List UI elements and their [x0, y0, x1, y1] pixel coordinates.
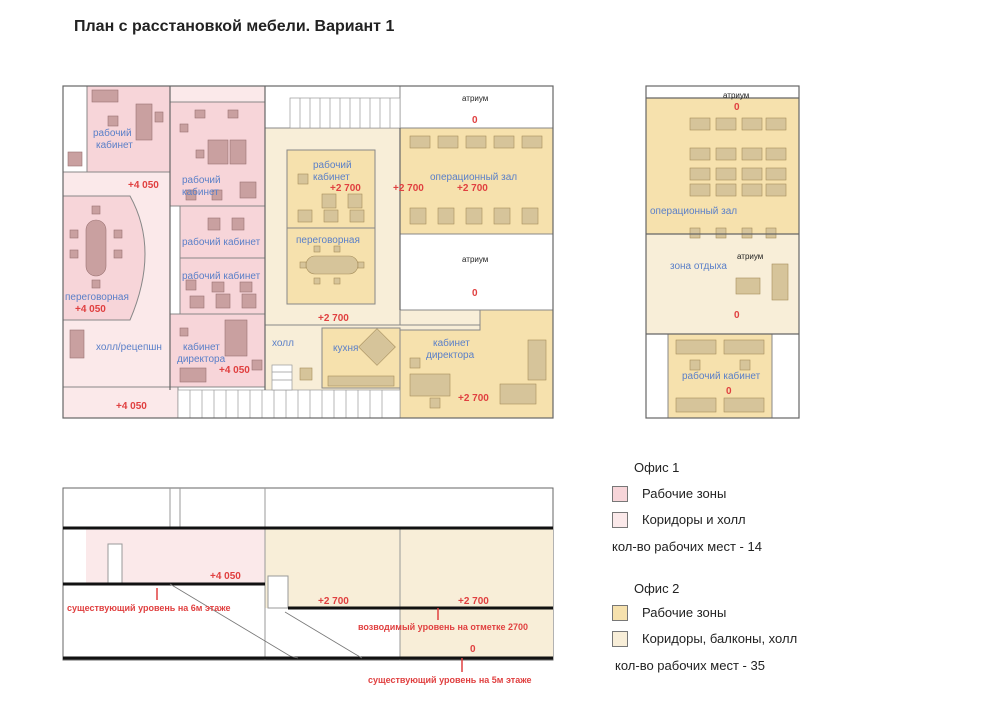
level-2700-d: +2 700: [318, 313, 349, 324]
legend-office2-title: Офис 2: [634, 581, 680, 596]
level-2700-b: +2 700: [393, 183, 424, 194]
label-work-2: рабочий: [182, 174, 221, 186]
legend-office2-count: кол-во рабочих мест - 35: [615, 658, 765, 673]
label-kitchen: кухня: [333, 343, 358, 354]
sec-level-0: 0: [470, 644, 476, 655]
label-work-3: рабочий кабинет: [182, 236, 261, 248]
label-work-5b: кабинет: [313, 171, 350, 183]
furniture-office1: [67, 89, 263, 383]
swatch-office1-work: [612, 486, 628, 502]
sec-level-2700-a: +2 700: [318, 596, 349, 607]
level-2700-c: +2 700: [457, 183, 488, 194]
label-atrium-2: атриум: [462, 255, 488, 264]
label-meeting-2: переговорная: [296, 235, 360, 246]
furniture-office2: [297, 135, 547, 409]
atrium-2: [399, 233, 554, 311]
level-4050-b: +4 050: [75, 304, 106, 315]
label-work-1: рабочий: [93, 127, 132, 139]
level-4050-c: +4 050: [219, 365, 250, 376]
sec-level-4050: +4 050: [210, 571, 241, 582]
p2-level-0-b: 0: [734, 310, 740, 321]
legend-office1-count: кол-во рабочих мест - 14: [612, 539, 762, 554]
label-meeting: переговорная: [65, 292, 129, 303]
legend-office1-title: Офис 1: [634, 460, 680, 475]
room-work-3: [179, 205, 266, 259]
second-plan: [645, 85, 800, 419]
swatch-office1-corr: [612, 512, 628, 528]
main-plan-labels: рабочий кабинет рабочий кабинет рабочий …: [65, 94, 517, 412]
label-director-1b: директора: [177, 354, 226, 365]
p2-atrium-2: атриум: [737, 252, 763, 261]
label-hall: холл/рецепшн: [96, 342, 162, 353]
label-director-1: кабинет: [183, 341, 220, 353]
note-existing-6: существующий уровень на 6м этаже: [67, 603, 230, 613]
p2-opzal: операционный зал: [650, 206, 737, 217]
sec-level-2700-b: +2 700: [458, 596, 489, 607]
legend-office1-corr: Коридоры и холл: [642, 512, 746, 527]
level-2700-a: +2 700: [330, 183, 361, 194]
legend-office2-corr: Коридоры, балконы, холл: [642, 631, 798, 646]
furniture-plan2: [675, 117, 789, 413]
page-title: План с расстановкой мебели. Вариант 1: [74, 18, 395, 35]
level-4050-d: +4 050: [116, 401, 147, 412]
legend-office2-work: Рабочие зоны: [642, 605, 727, 620]
label-opzal: операционный зал: [430, 172, 517, 183]
note-new-2700: возводимый уровень на отметке 2700: [358, 622, 528, 632]
label-atrium-1: атриум: [462, 94, 488, 103]
p2-level-0-a: 0: [734, 102, 740, 113]
label-director-2b: директора: [426, 350, 475, 361]
section-drawing: +4 050 +2 700 +2 700 0 существующий уров…: [62, 487, 554, 685]
swatch-office2-work: [612, 605, 628, 621]
second-plan-labels: атриум 0 операционный зал зона отдыха ат…: [650, 91, 763, 397]
legend-office1-work: Рабочие зоны: [642, 486, 727, 501]
label-work-1b: кабинет: [96, 139, 133, 151]
p2-rest: зона отдыха: [670, 261, 727, 272]
note-existing-5: существующий уровень на 5м этаже: [368, 675, 531, 685]
swatch-office2-corr: [612, 631, 628, 647]
main-plan: [62, 85, 554, 419]
p2-work: рабочий кабинет: [682, 370, 761, 382]
label-director-2: кабинет: [433, 337, 470, 349]
p2-level-0-c: 0: [726, 386, 732, 397]
level-4050-a: +4 050: [128, 180, 159, 191]
level-0-b: 0: [472, 288, 478, 299]
p2-atrium: атриум: [723, 91, 749, 100]
label-holl: холл: [272, 338, 294, 349]
label-work-4: рабочий кабинет: [182, 270, 261, 282]
level-2700-e: +2 700: [458, 393, 489, 404]
level-0-a: 0: [472, 115, 478, 126]
label-work-2b: кабинет: [182, 186, 219, 198]
label-work-5: рабочий: [313, 159, 352, 171]
